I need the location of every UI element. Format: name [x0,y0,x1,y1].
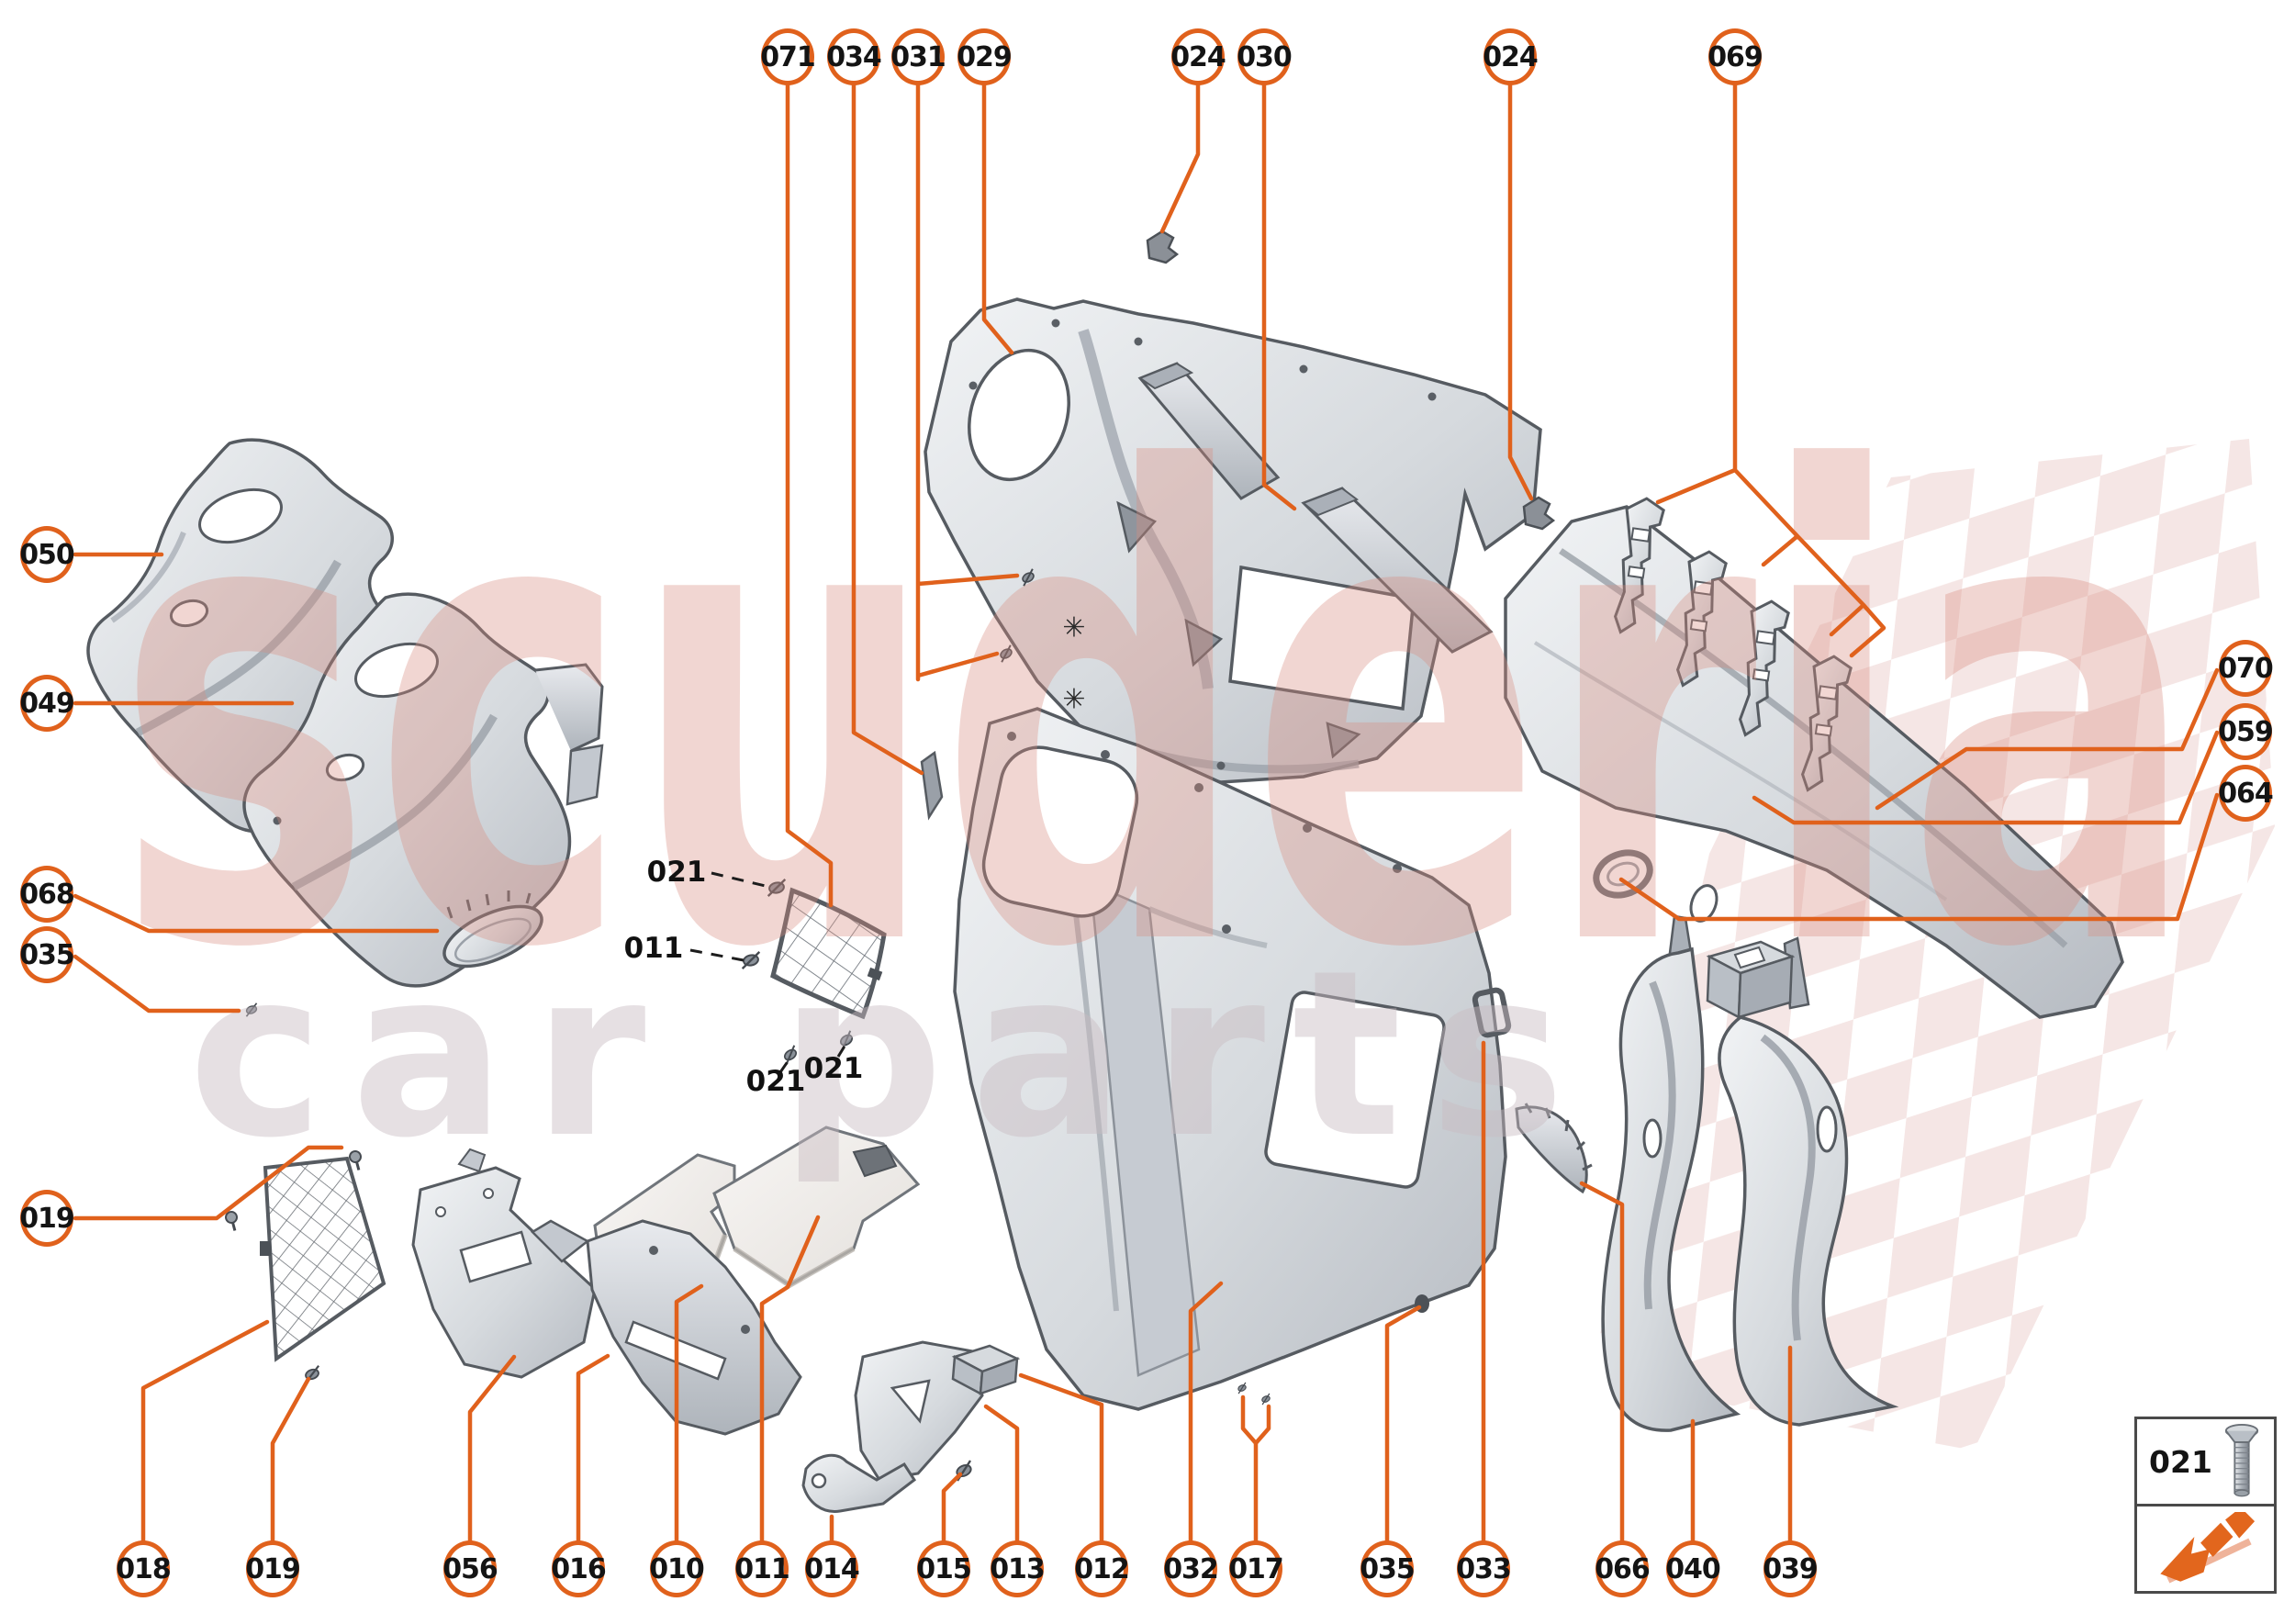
callout-leader-lines [73,83,2220,1543]
part-callout-024[interactable]: 024 [1483,28,1539,85]
part-callout-070[interactable]: 070 [2218,640,2274,697]
inline-callout-021: 021 [803,1052,864,1085]
part-030-trim-strips [1137,362,1494,654]
part-callout-034[interactable]: 034 [826,28,882,85]
part-callout-069[interactable]: 069 [1707,28,1763,85]
legend-fastener-cell[interactable]: 021 [2134,1417,2277,1506]
leader-017 [1240,1394,1271,1543]
watermark-brand-text: scuderia car parts [115,341,2199,1188]
leader-011 [759,1215,821,1543]
part-011-foam-pad [712,1126,921,1289]
asterisk-symbol: ✳ [1062,611,1086,644]
countersunk-screw-icon [2224,1423,2259,1497]
part-callout-024[interactable]: 024 [1170,28,1226,85]
leader-024a [1159,83,1201,234]
part-callout-035[interactable]: 035 [1360,1540,1416,1597]
leader-070 [1875,667,2220,811]
legend-direction-cell [2134,1506,2277,1594]
leader-019-bottom [270,1376,311,1543]
part-callout-012[interactable]: 012 [1074,1540,1130,1597]
part-callout-010[interactable]: 010 [649,1540,705,1597]
leader-016 [576,1353,610,1543]
part-callout-039[interactable]: 039 [1763,1540,1819,1597]
leader-015 [941,1472,963,1543]
leader-069 [1655,83,1886,658]
leader-034 [851,83,924,776]
part-callout-015[interactable]: 015 [916,1540,972,1597]
part-018-luggage-net [260,1156,386,1362]
leader-024b [1507,83,1534,501]
leader-019-top [73,1145,344,1221]
asterisk-symbol: ✳ [1062,683,1086,716]
leader-066 [1579,1181,1625,1543]
part-013-support-bracket [854,1340,984,1482]
part-callout-029[interactable]: 029 [957,28,1013,85]
leader-010 [674,1283,704,1543]
part-014-clamp-bracket [801,1453,917,1513]
part-callout-035[interactable]: 035 [19,926,75,983]
forward-arrow-icon [2159,1512,2255,1584]
part-callout-030[interactable]: 030 [1237,28,1293,85]
part-callout-040[interactable]: 040 [1665,1540,1721,1597]
leader-059 [1752,730,2220,825]
part-callout-066[interactable]: 066 [1595,1540,1651,1597]
part-056-bracket-frame [411,1148,597,1379]
leader-013 [983,1404,1020,1543]
part-callout-017[interactable]: 017 [1228,1540,1284,1597]
part-071-cargo-net [770,887,887,1020]
inline-callout-011: 011 [623,932,684,965]
part-callout-014[interactable]: 014 [804,1540,860,1597]
leader-012 [1018,1372,1104,1543]
leader-064 [1618,792,2220,922]
leader-018 [140,1319,270,1543]
part-callout-049[interactable]: 049 [19,675,75,732]
leader-068 [73,893,440,934]
part-callout-056[interactable]: 056 [442,1540,498,1597]
part-068-cover-cap [442,890,543,969]
legend-fastener-ref: 021 [2149,1443,2212,1480]
part-033-buckle-loop [1472,987,1512,1038]
part-callout-050[interactable]: 050 [19,526,75,583]
part-callout-019[interactable]: 019 [245,1540,301,1597]
inline-callout-021: 021 [646,856,707,889]
leader-035-right [1384,1305,1422,1543]
part-callout-071[interactable]: 071 [760,28,816,85]
part-024-clip-b [1522,496,1556,531]
part-callout-019[interactable]: 019 [19,1190,75,1247]
part-callout-011[interactable]: 011 [734,1540,790,1597]
watermark-line2: car parts [188,921,1616,1188]
part-callout-031[interactable]: 031 [890,28,946,85]
legend-box: 021 [2134,1417,2277,1594]
part-032-rear-trim-panel [953,707,1507,1411]
part-callout-018[interactable]: 018 [116,1540,172,1597]
part-029-bulkhead-panel [924,297,1542,784]
part-callout-032[interactable]: 032 [1163,1540,1219,1597]
leader-056 [467,1354,517,1543]
inline-callout-dashed-leaders [689,871,847,1073]
part-callout-068[interactable]: 068 [19,866,75,923]
leader-032 [1188,1281,1224,1543]
leader-035-left [73,954,241,1014]
part-024-clip-a [1146,230,1180,264]
part-040-pillar-trim [1601,914,1741,1432]
part-066-trim-strip [1515,1103,1593,1194]
part-012-mount-box [951,1344,1021,1395]
part-callout-013[interactable]: 013 [990,1540,1046,1597]
watermark-line1: scuderia [115,341,2199,1089]
part-callout-064[interactable]: 064 [2218,765,2274,822]
part-049-quarter-panel-trim [242,592,604,988]
leader-030 [1261,83,1297,511]
part-034-trim-strip [920,750,944,821]
leader-031 [915,83,1020,682]
part-039-pillar-trim [1706,936,1899,1427]
leader-071 [785,83,834,908]
leader-029 [981,83,1014,355]
part-callout-059[interactable]: 059 [2218,703,2274,760]
inline-callout-021: 021 [745,1065,806,1098]
part-callout-033[interactable]: 033 [1456,1540,1512,1597]
part-callout-016[interactable]: 016 [551,1540,607,1597]
